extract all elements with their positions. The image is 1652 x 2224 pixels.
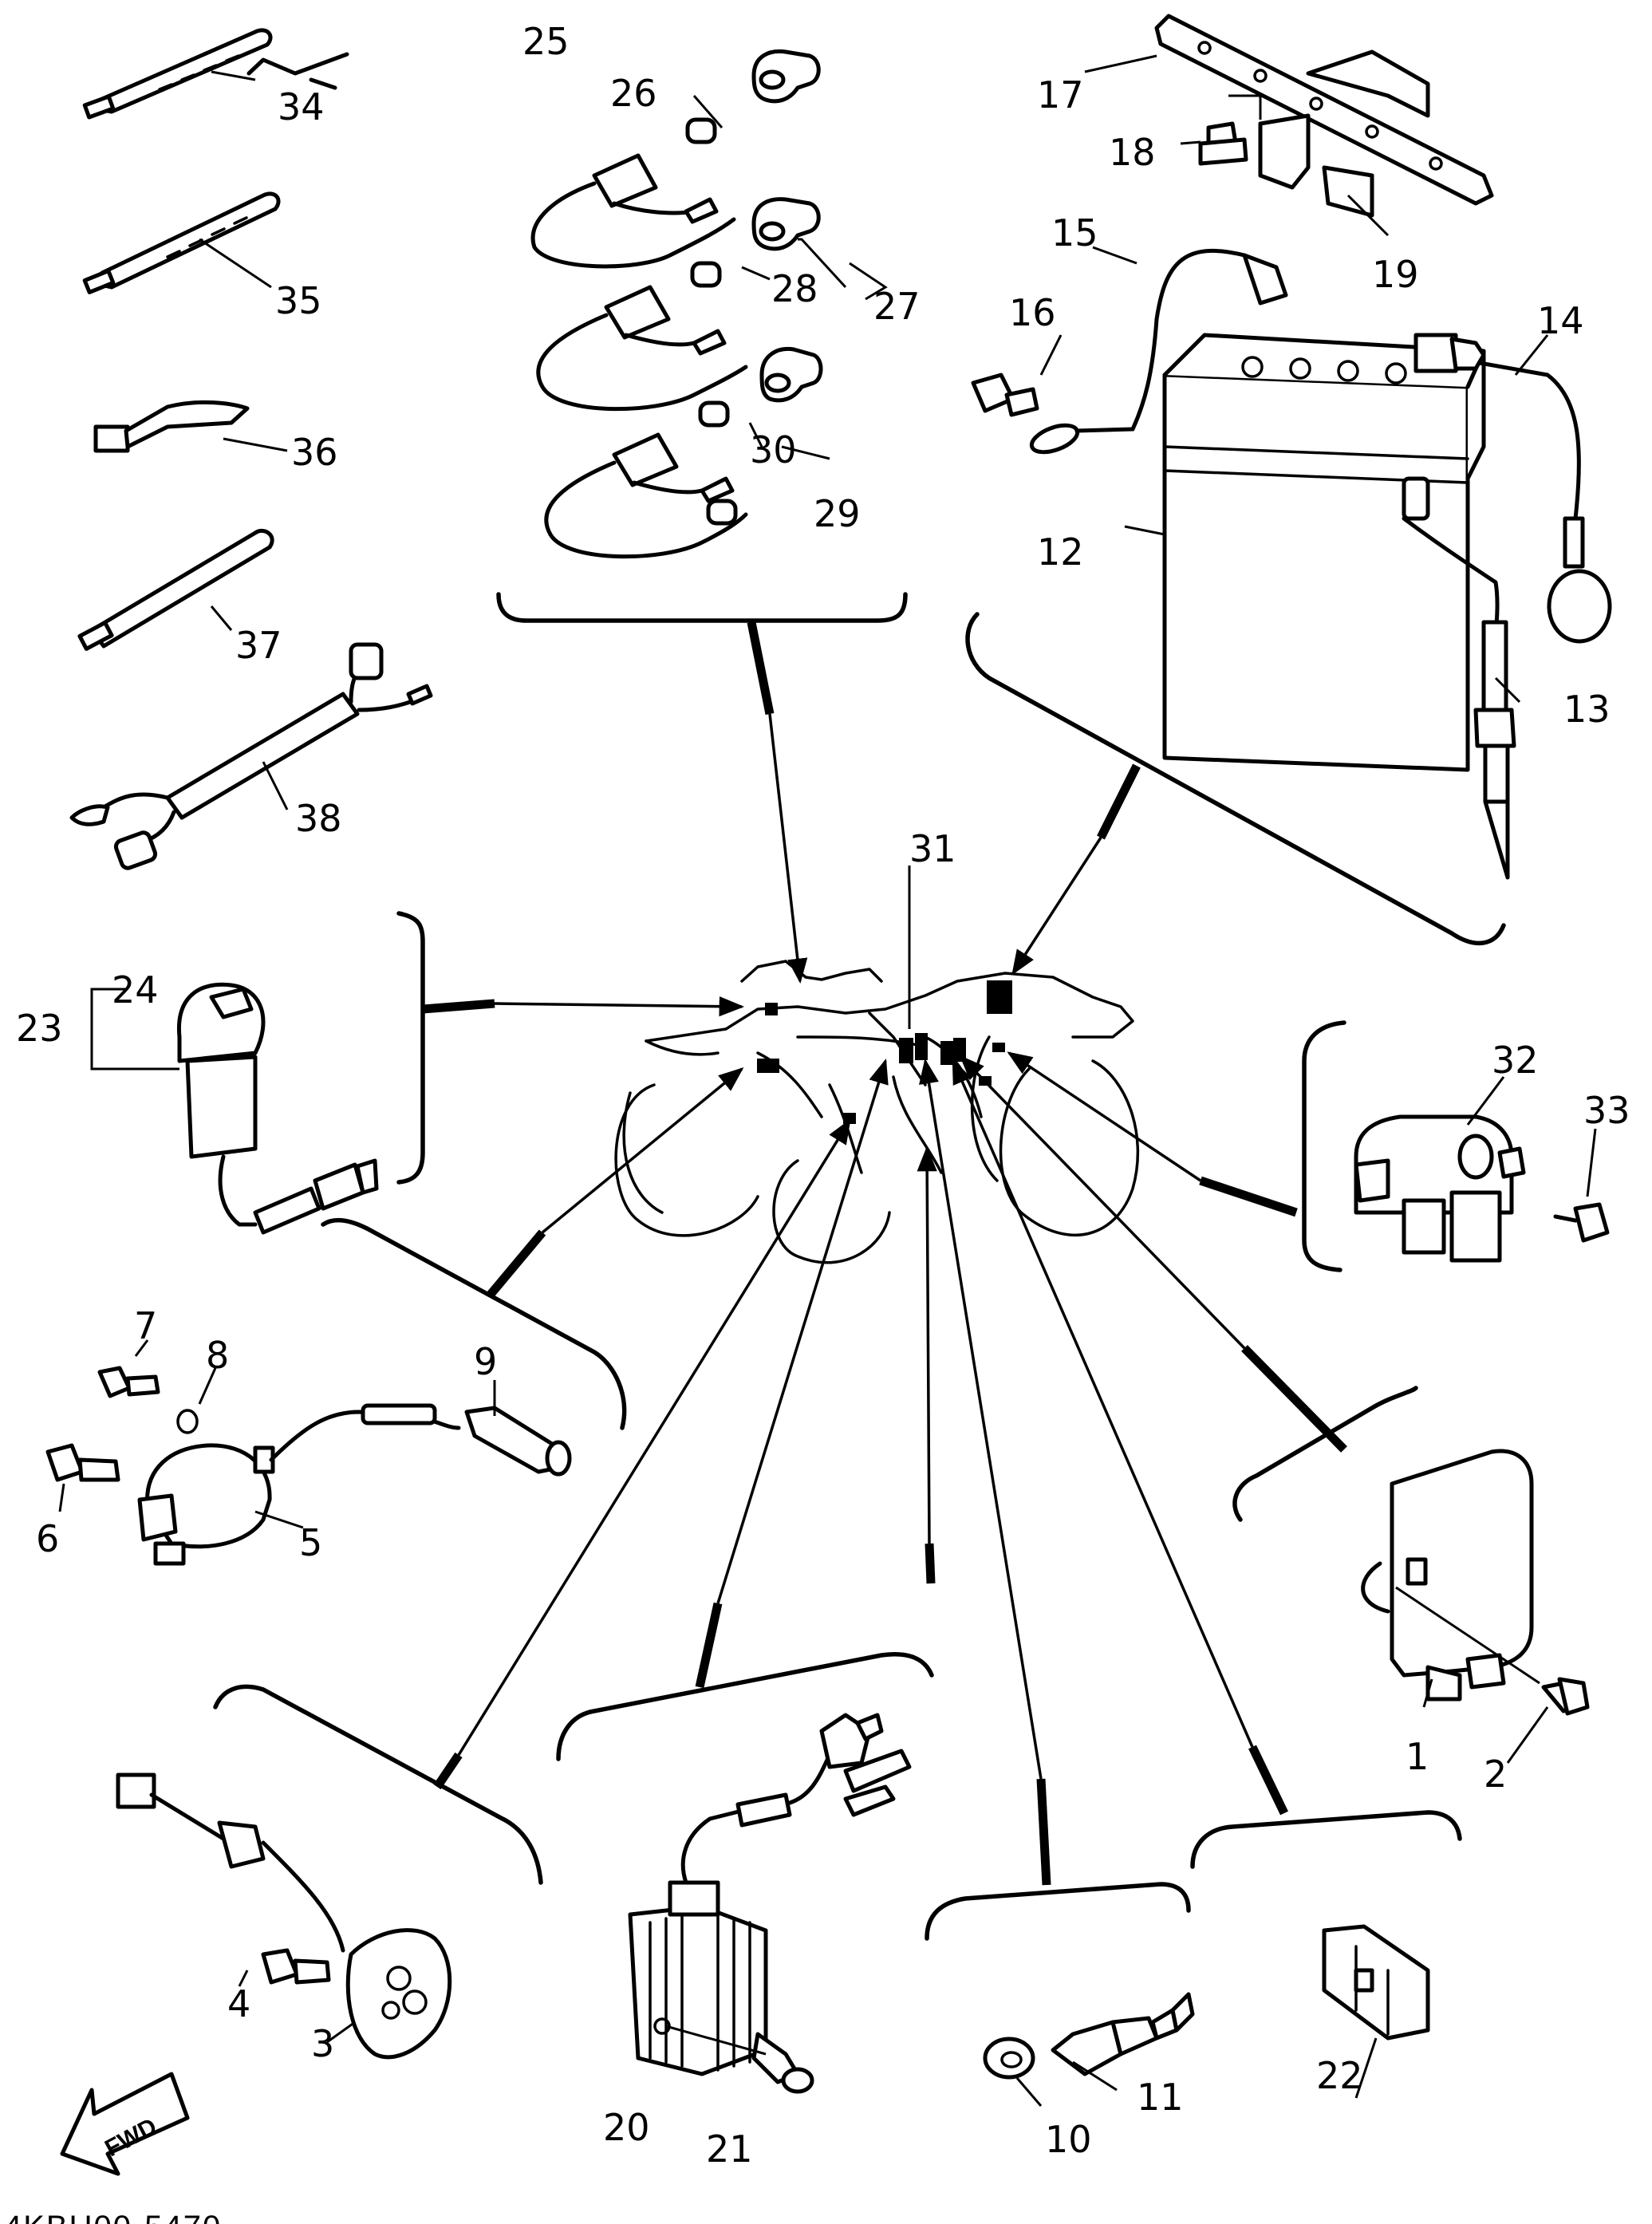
callout-19: 19 [1372,253,1419,296]
callout-12: 12 [1037,530,1084,574]
callout-17: 17 [1037,73,1084,116]
bolt-21 [665,2025,814,2094]
gasket-10 [983,2037,1035,2080]
callout-21: 21 [706,2127,753,2171]
callout-23: 23 [16,1007,63,1050]
bolt-2 [1506,1677,1590,1764]
group-brackets [213,592,1506,1941]
callout-31: 31 [909,827,956,870]
neutral-switch-11 [1051,1992,1195,2076]
assembly-leader-lines [422,621,1347,1886]
callout-36: 36 [291,431,338,474]
leader-23-24 [90,988,179,1071]
clamp-36 [93,400,250,453]
fwd-arrow-icon: FWD [60,2072,190,2176]
callout-27: 27 [873,285,921,328]
battery-stay-17 [1154,14,1494,237]
pickup-coil-3 [116,1772,452,2060]
cdi-unit-1 [1361,1449,1540,1708]
callout-5: 5 [299,1521,322,1564]
callout-1: 1 [1406,1735,1429,1778]
breather-hose-13 [1402,516,1516,880]
callout-13: 13 [1563,688,1611,731]
callout-6: 6 [36,1517,59,1560]
bolt-4 [261,1948,331,1985]
callout-8: 8 [206,1334,229,1377]
callout-15: 15 [1051,211,1098,254]
callout-4: 4 [227,1982,250,2025]
callout-25: 25 [522,20,570,63]
bolt-6 [45,1443,120,1482]
callout-labels: 1 2 3 4 5 6 7 8 9 10 11 12 13 14 15 16 1… [16,20,1630,2171]
callout-3: 3 [311,2022,334,2065]
callout-29: 29 [814,492,861,535]
callout-18: 18 [1109,131,1156,174]
battery-12 [1162,333,1486,772]
sensor-group-25-30 [246,49,823,559]
callout-20: 20 [603,2106,650,2149]
callout-10: 10 [1045,2118,1092,2161]
callout-38: 38 [295,797,342,840]
bolt-16 [971,373,1039,417]
callout-16: 16 [1009,291,1056,334]
callout-24: 24 [112,968,159,1011]
starter-relay-32 [1354,1114,1526,1263]
callout-2: 2 [1484,1753,1507,1796]
catalog-code: 4KBU00-5470 [4,2210,222,2224]
rectifier-regulator-20 [628,1713,912,2076]
bolt-33 [1553,1202,1610,1243]
callout-26: 26 [610,72,657,115]
bolt-7 [97,1366,160,1398]
cable-tie-34 [82,28,273,120]
ignition-coil-5 [137,1403,461,1566]
battery-cable-15 [1029,248,1288,455]
callout-34: 34 [278,85,325,128]
cable-tie-35 [82,191,281,294]
plug-cap-9 [464,1406,572,1477]
callout-35: 35 [275,279,322,322]
bolt-18 [1198,121,1248,166]
wire-harness-38 [69,642,433,870]
callout-7: 7 [134,1304,157,1347]
callout-28: 28 [771,267,818,310]
part-leaders [58,54,1597,2107]
callout-37: 37 [235,624,282,667]
callout-11: 11 [1137,2076,1184,2119]
fuse-box-22 [1322,1924,1430,2041]
callout-14: 14 [1537,299,1584,342]
callout-30: 30 [750,428,797,471]
callout-33: 33 [1583,1089,1630,1132]
main-switch-23 [176,982,379,1235]
protector-37 [77,528,274,651]
callout-9: 9 [474,1340,497,1383]
washer-8 [176,1409,199,1434]
callout-32: 32 [1492,1039,1539,1082]
battery-cable-14 [1413,333,1612,644]
callout-22: 22 [1316,2054,1363,2097]
